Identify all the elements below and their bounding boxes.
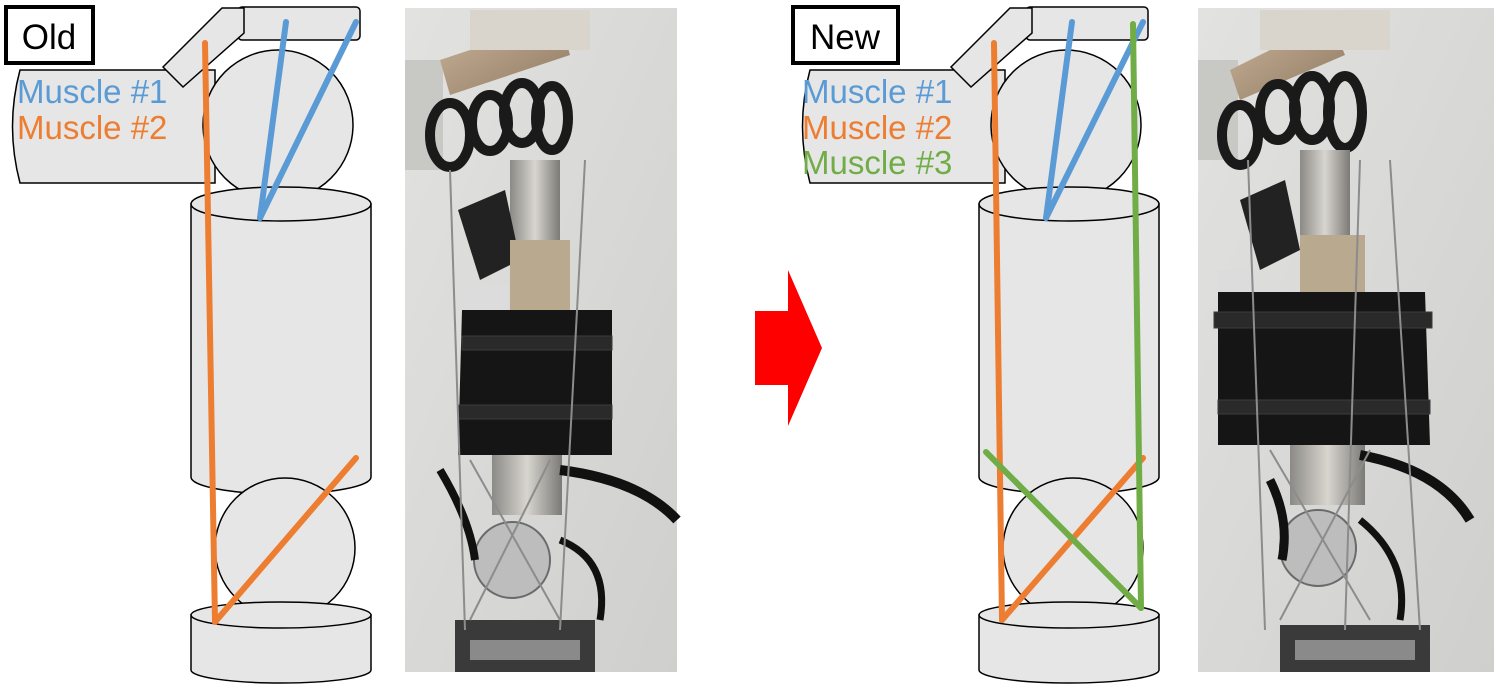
new-muscle-1-line-a xyxy=(1043,19,1075,221)
new-muscle-3-line-b xyxy=(983,449,1144,611)
new-title: New xyxy=(810,18,881,57)
new-muscle-2-line-a xyxy=(991,40,1005,623)
new-title-box: New xyxy=(791,5,900,65)
old-muscle-1-line-a xyxy=(257,19,289,221)
new-arm-diagram xyxy=(801,6,1160,684)
new-upper-arm-cylinder xyxy=(978,203,1160,495)
old-title: Old xyxy=(22,18,76,57)
new-forearm-cylinder xyxy=(978,614,1160,684)
old-shoulder-plate xyxy=(237,6,361,41)
old-upper-arm-link xyxy=(11,69,216,184)
new-legend: Muscle #1 Muscle #2 Muscle #3 xyxy=(802,73,952,181)
old-muscle-1-line-b xyxy=(257,19,359,221)
old-upper-arm-cylinder xyxy=(190,203,372,495)
old-legend-muscle-2: Muscle #2 xyxy=(17,109,167,146)
old-forearm-cylinder xyxy=(190,614,372,684)
new-robot-arm-photo xyxy=(1198,8,1494,672)
old-muscle-2-line-b xyxy=(212,455,359,625)
new-muscle-1-line-b xyxy=(1043,19,1146,221)
new-shoulder-plate xyxy=(1025,6,1149,41)
old-title-box: Old xyxy=(4,5,95,65)
new-legend-muscle-2: Muscle #2 xyxy=(802,109,952,146)
old-arm-diagram xyxy=(11,6,372,684)
old-legend-muscle-1: Muscle #1 xyxy=(17,73,167,110)
new-muscle-3-line-a xyxy=(1130,21,1144,611)
old-robot-arm-photo xyxy=(405,8,681,672)
right-arrow-icon xyxy=(755,270,822,426)
new-legend-muscle-1: Muscle #1 xyxy=(802,73,952,110)
old-legend: Muscle #1 Muscle #2 xyxy=(17,73,167,146)
new-upper-arm-link xyxy=(801,69,1006,184)
new-legend-muscle-3: Muscle #3 xyxy=(802,144,952,181)
old-muscle-2-line-a xyxy=(202,40,218,625)
